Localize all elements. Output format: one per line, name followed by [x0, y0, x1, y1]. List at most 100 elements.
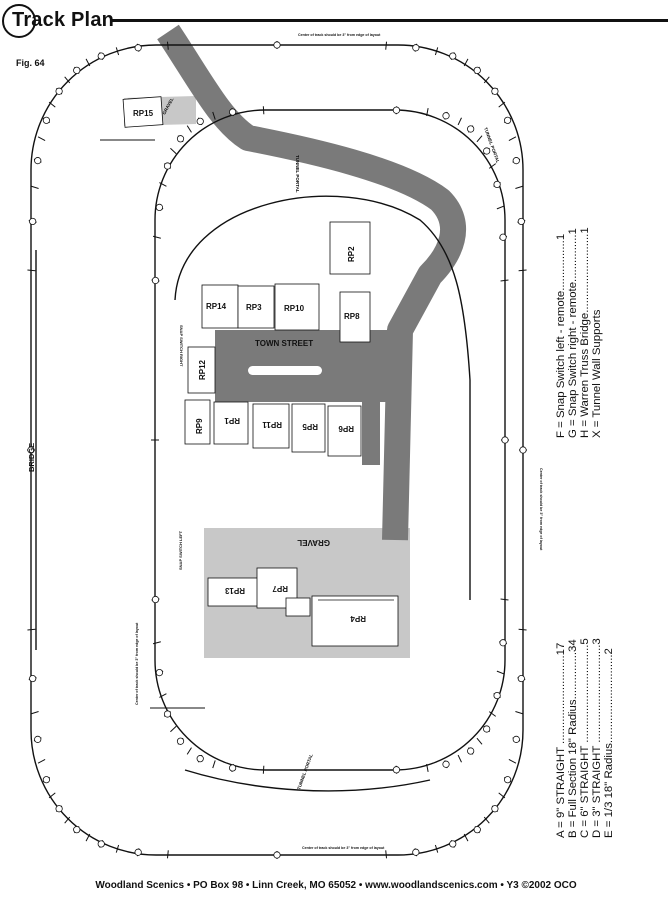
track-tie [508, 136, 517, 142]
legend-item-f: F = Snap Switch left - remote...........… [555, 233, 567, 438]
track-piece-marker [467, 125, 475, 133]
label-snap-switch-left: SNAP SWITCH LEFT [178, 530, 183, 570]
track-tie [457, 117, 462, 126]
track-tie [85, 833, 91, 842]
track-tie [186, 125, 192, 133]
label-town-street: TOWN STREET [255, 339, 313, 348]
center-note-left: Center of track should be 3" from edge o… [135, 622, 139, 705]
building-rp14 [201, 284, 239, 329]
track-piece-marker [155, 203, 164, 211]
track-piece-marker [151, 276, 160, 285]
track-tie [48, 792, 56, 799]
track-tie [64, 816, 71, 824]
track-piece-marker [442, 112, 450, 120]
label-rp5: RP5 [302, 422, 318, 431]
track-tie [212, 760, 216, 769]
label-tunnel-portal-1: TUNNEL PORTAL [295, 155, 300, 193]
track-tie [115, 844, 120, 853]
track-piece-marker [483, 147, 491, 155]
label-rp15: RP15 [133, 109, 154, 118]
track-piece-marker [512, 735, 520, 743]
track-piece-marker [412, 848, 420, 856]
track-tie [518, 269, 527, 272]
building-rp15 [122, 96, 164, 128]
track-tie [496, 205, 505, 210]
center-note-top: Center of track should be 3" from edge o… [298, 33, 381, 37]
legend-track-pieces: A = 9" STRAIGHT ........................… [555, 638, 615, 838]
track-piece-marker [504, 116, 512, 124]
track-tie [518, 628, 527, 631]
page-title: Track Plan [12, 9, 115, 31]
track-tie [166, 41, 169, 50]
track-piece-marker [499, 639, 507, 647]
track-tie [515, 711, 524, 715]
track-tie [166, 850, 169, 859]
track-piece-marker [499, 233, 507, 241]
center-note-bottom: Center of track should be 3" from edge o… [302, 846, 385, 850]
track-piece-marker [512, 157, 520, 165]
track-piece-marker [73, 66, 81, 74]
track-tie [262, 106, 265, 115]
label-rp1: RP1 [224, 416, 240, 425]
track-piece-marker [134, 44, 142, 52]
track-tie [30, 711, 39, 715]
track-piece-marker [196, 755, 204, 763]
track-piece-marker [501, 436, 509, 444]
track-tie [500, 279, 509, 282]
track-piece-marker [42, 776, 50, 784]
track-piece-marker [467, 747, 475, 755]
track-tie [457, 754, 462, 763]
track-piece-marker [229, 108, 237, 116]
title-rule [112, 19, 668, 22]
track-piece-marker [29, 217, 37, 226]
building-rp2 [329, 221, 371, 275]
track-tie [426, 108, 429, 117]
track-tie [385, 41, 388, 50]
track-piece-marker [273, 41, 281, 49]
track-piece-marker [55, 805, 63, 813]
track-tie [37, 758, 46, 764]
track-piece-marker [27, 446, 35, 454]
header: Track Plan [0, 0, 672, 46]
track-tie [476, 737, 483, 745]
building-rp1 [213, 401, 249, 445]
label-rp2: RP2 [347, 246, 356, 262]
legend-item-x: X = Tunnel Wall Supports [591, 309, 603, 438]
label-bridge: BRIDGE [27, 443, 36, 472]
track-tie [463, 833, 469, 842]
track-tie [212, 111, 216, 120]
track-piece-marker [473, 826, 481, 834]
label-tunnel-portal-3: TUNNEL PORTAL [296, 753, 314, 790]
track-piece-marker [493, 180, 501, 189]
buildings [122, 96, 399, 647]
track-piece-marker [273, 851, 281, 859]
track-piece-marker [134, 848, 142, 856]
track-tie [426, 763, 429, 772]
building-rp10 [274, 283, 320, 331]
footer: Woodland Scenics • PO Box 98 • Linn Cree… [95, 880, 577, 891]
label-rp4: RP4 [350, 614, 366, 623]
track-ties [27, 41, 527, 859]
track-piece-marker [176, 135, 185, 143]
track-tie [48, 101, 56, 108]
legend-item-a: A = 9" STRAIGHT ........................… [555, 642, 567, 838]
track-tie [159, 182, 167, 187]
label-rp10: RP10 [284, 304, 305, 313]
track-tie [476, 135, 483, 143]
street-island [248, 366, 322, 375]
label-rp13: RP13 [224, 586, 245, 595]
track-piece-marker [97, 52, 105, 60]
track-tie [37, 136, 46, 142]
legend-item-e: E = 1/3 18" Radius......................… [603, 648, 615, 838]
legend-item-g: G = Snap Switch right - remote..........… [567, 228, 579, 438]
track-piece-marker [176, 737, 185, 745]
legend-item-c: C = 6" STRAIGHT ........................… [579, 638, 591, 838]
legend-accessories: F = Snap Switch left - remote...........… [555, 227, 603, 438]
track-tie [488, 163, 497, 169]
track-tie [64, 76, 71, 84]
track-piece-marker [97, 840, 105, 848]
track-tie [488, 711, 497, 717]
building-rp4 [311, 595, 399, 647]
label-rp8: RP8 [344, 312, 360, 321]
track-piece-marker [73, 826, 81, 834]
